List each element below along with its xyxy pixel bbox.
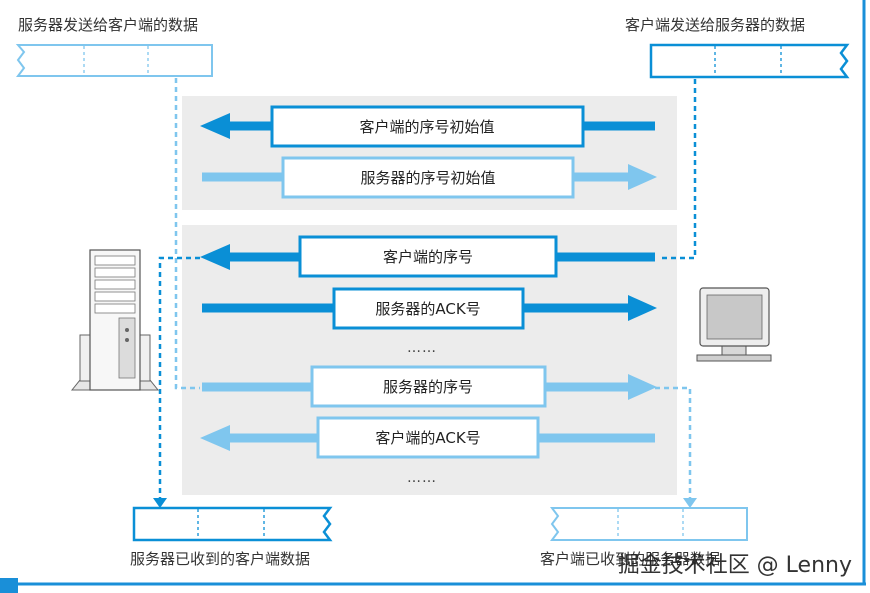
server-tower-icon (70, 249, 160, 391)
arrow-client-seq: 客户端的序号 (200, 235, 655, 278)
arrow-server-ack-label: 服务器的ACK号 (375, 300, 480, 318)
flow-arrowhead-server-received (153, 498, 167, 508)
ellipsis-1: …… (407, 340, 437, 356)
arrow-server-seq-label: 服务器的序号 (383, 378, 473, 396)
arrow-client-ack-label: 客户端的ACK号 (375, 429, 480, 447)
watermark-text: 掘金技术社区 @ Lenny (617, 553, 852, 578)
flow-client-to-server-in (158, 256, 200, 500)
label-server-sends-data: 服务器发送给客户端的数据 (18, 16, 199, 34)
flow-lines (158, 78, 697, 500)
frame-corner-block (0, 578, 18, 593)
ellipsis-2: …… (407, 470, 437, 486)
arrow-client-initial-seq: 客户端的序号初始值 (200, 105, 655, 148)
arrow-server-initial-seq: 服务器的序号初始值 (202, 156, 657, 199)
buffer-client-received (550, 507, 748, 541)
label-client-received-data: 客户端已收到的服务器数据 (540, 550, 721, 568)
buffer-server-received (132, 506, 333, 542)
flow-server-to-client (174, 78, 200, 390)
desktop-computer-icon (696, 287, 772, 362)
arrow-client-seq-label: 客户端的序号 (383, 248, 473, 266)
flow-arrowhead-client-received (683, 498, 697, 508)
arrow-server-seq: 服务器的序号 (202, 365, 657, 408)
buffer-client-send (649, 43, 850, 79)
arrow-client-initial-seq-label: 客户端的序号初始值 (359, 118, 494, 136)
label-server-received-data: 服务器已收到的客户端数据 (130, 550, 311, 568)
arrow-client-ack: 客户端的ACK号 (200, 416, 655, 459)
flow-server-to-client-out (655, 386, 692, 500)
label-client-sends-data: 客户端发送给服务器的数据 (625, 16, 806, 34)
arrow-server-ack: 服务器的ACK号 (202, 287, 657, 330)
buffer-server-send (15, 44, 213, 77)
arrow-server-initial-seq-label: 服务器的序号初始值 (360, 169, 495, 187)
